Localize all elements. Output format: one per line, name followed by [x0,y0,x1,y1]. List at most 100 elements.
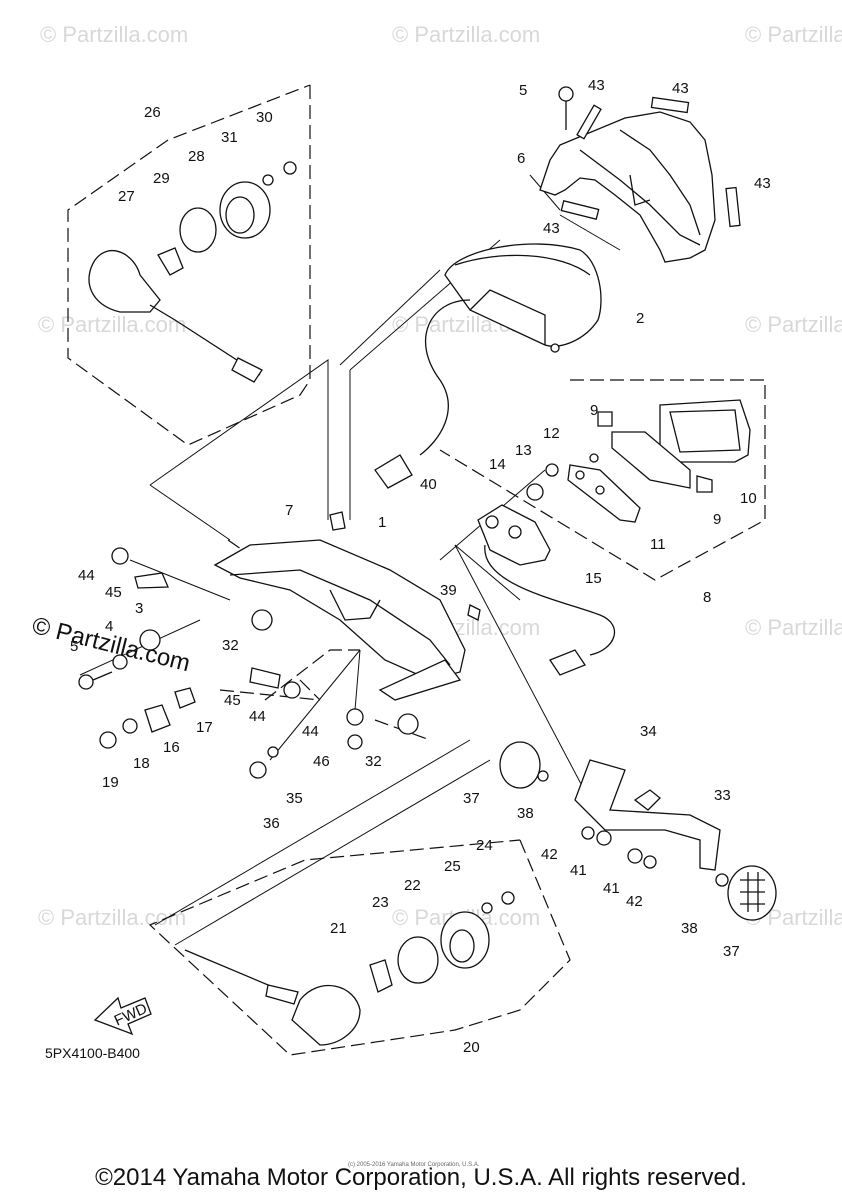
callout-number: 14 [489,456,506,473]
callout-number: 38 [681,920,698,937]
watermark: © Partzilla.com [745,22,842,47]
socket [144,704,171,733]
callout-number: 19 [102,774,119,791]
watermark: © Partzilla.com [40,22,188,47]
callout-number: 27 [118,188,135,205]
clamp [329,511,346,531]
collar [112,654,128,670]
parts: FWD [78,86,777,1046]
bolt [249,667,281,689]
callout-number: 22 [404,877,421,894]
callout-number: 5 [70,638,78,655]
fwd-arrow [93,996,152,1036]
reflector [499,741,541,789]
strip [725,186,741,228]
watermark: © Partzilla.com [392,22,540,47]
collar [174,687,196,709]
turn-signal-assembly-outline [67,84,311,446]
collar [347,734,363,750]
gasket [179,207,217,253]
callout-number: 6 [517,150,525,167]
callout-layer: 1234556789910111213141516171819202122232… [70,77,771,1056]
callout-number: 42 [626,893,643,910]
dashed-guide [219,689,321,701]
grommet [477,504,551,566]
nut [251,609,273,631]
callout-number: 3 [135,600,143,617]
callout-number: 2 [636,310,644,327]
screw [78,674,94,690]
washer [267,746,279,758]
nut [397,713,419,735]
nut [99,731,117,749]
callout-number: 43 [588,77,605,94]
strip [560,200,600,220]
callout-number: 39 [440,582,457,599]
callout-number: 41 [570,862,587,879]
callout-number: 18 [133,755,150,772]
housing [219,181,271,239]
dashed-guide [299,679,321,701]
callout-number: 43 [754,175,771,192]
callout-number: 34 [640,723,657,740]
callout-number: 26 [144,104,161,121]
license-light-assembly-outline [439,379,766,581]
tiny-copyright: (c) 2005-2016 Yamaha Motor Corporation, … [348,1162,480,1168]
callout-number: 44 [249,708,266,725]
callout-number: 43 [543,220,560,237]
callout-number: 45 [224,692,241,709]
callout-number: 37 [723,943,740,960]
screw [467,604,481,621]
callout-number: 25 [444,858,461,875]
bulb [696,475,713,493]
callout-number: 44 [78,567,95,584]
callout-number: 23 [372,894,389,911]
callout-number: 10 [740,490,757,507]
callout-number: 5 [519,82,527,99]
callout-number: 15 [585,570,602,587]
watermark: © Partzilla.com [745,312,842,337]
washer [122,718,138,734]
reflector [727,865,777,921]
grommet [346,708,364,726]
bolt [134,572,169,589]
callout-number: 21 [330,920,347,937]
callout-number: 16 [163,739,180,756]
gasket [397,936,439,984]
callout-number: 42 [541,846,558,863]
callout-number: 20 [463,1039,480,1056]
callout-number: 33 [714,787,731,804]
callout-number: 4 [105,618,113,635]
callout-number: 44 [302,723,319,740]
callout-number: 17 [196,719,213,736]
grommet [283,681,301,699]
callout-number: 38 [517,805,534,822]
screw [558,86,574,102]
watermark: © Partzilla.com [745,615,842,640]
callout-number: 43 [672,80,689,97]
bulb [157,247,184,276]
license-bracket [567,464,641,523]
callout-number: 45 [105,584,122,601]
callout-number: 8 [703,589,711,606]
nut [249,761,267,779]
callout-number: 32 [222,637,239,654]
callout-number: 30 [256,109,273,126]
callout-number: 32 [365,753,382,770]
callout-number: 1 [378,514,386,531]
diagram-code: 5PX4100-B400 [45,1045,140,1061]
callout-number: 7 [285,502,293,519]
grommet [139,629,161,651]
turn-signal-lens [88,249,161,313]
strip [650,96,690,114]
copyright-notice: ©2014 Yamaha Motor Corporation, U.S.A. A… [95,1164,747,1191]
watermark: © Partzilla.com [38,312,186,337]
bulb [369,959,393,993]
license-light [659,399,751,463]
bulb [597,411,613,427]
callout-number: 13 [515,442,532,459]
callout-number: 29 [153,170,170,187]
callout-number: 41 [603,880,620,897]
callout-number: 11 [650,536,666,553]
